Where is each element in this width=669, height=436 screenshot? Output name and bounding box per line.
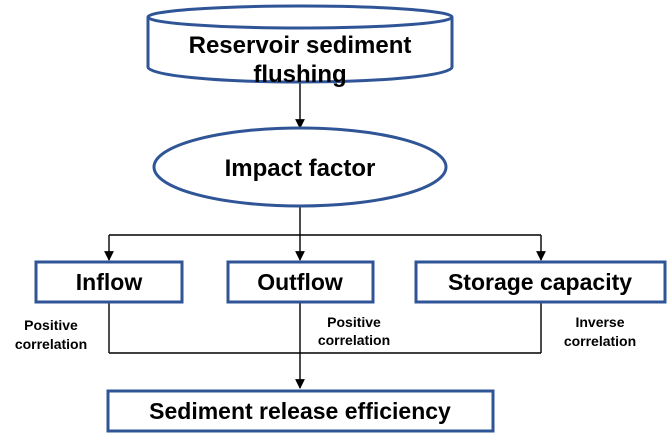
inflow-correlation-line2: correlation bbox=[15, 336, 87, 352]
node-outflow: Outflow bbox=[226, 260, 375, 304]
inflow-label: Inflow bbox=[76, 269, 143, 295]
edge-label-inflow: Positive correlation bbox=[15, 317, 87, 352]
outflow-correlation-line2: correlation bbox=[318, 332, 390, 348]
node-reservoir-sediment-flushing: Reservoir sediment flushing bbox=[146, 4, 454, 88]
storage-correlation-line1: Inverse bbox=[575, 314, 624, 330]
node-storage-capacity: Storage capacity bbox=[414, 260, 667, 304]
node-inflow: Inflow bbox=[34, 260, 184, 304]
impact-factor-label: Impact factor bbox=[225, 155, 376, 182]
edge-label-storage: Inverse correlation bbox=[564, 314, 636, 349]
node-sediment-release-efficiency: Sediment release efficiency bbox=[106, 389, 495, 433]
reservoir-label-line2: flushing bbox=[253, 61, 346, 88]
inflow-correlation-line1: Positive bbox=[24, 317, 78, 333]
node-impact-factor: Impact factor bbox=[152, 126, 448, 208]
reservoir-label-line1: Reservoir sediment bbox=[189, 32, 412, 59]
storage-correlation-line2: correlation bbox=[564, 333, 636, 349]
connectors bbox=[104, 81, 546, 389]
storage-capacity-label: Storage capacity bbox=[448, 269, 632, 295]
outflow-correlation-line1: Positive bbox=[327, 314, 381, 330]
outflow-label: Outflow bbox=[257, 269, 343, 295]
efficiency-label: Sediment release efficiency bbox=[149, 398, 451, 424]
edge-label-outflow: Positive correlation bbox=[318, 314, 390, 348]
